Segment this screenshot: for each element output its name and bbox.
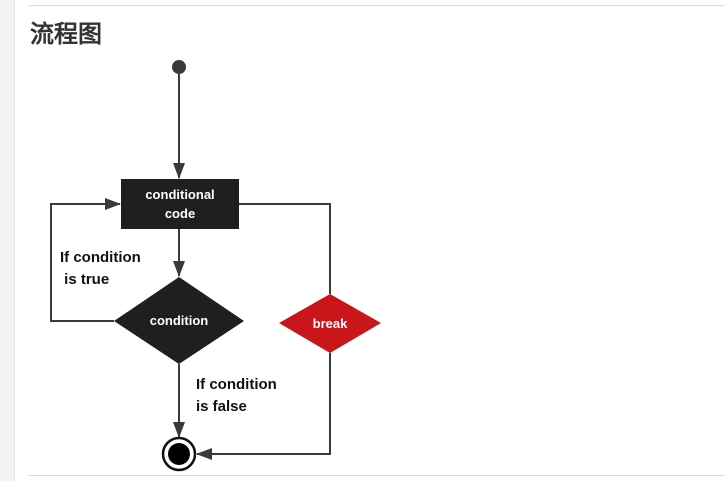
edge-break-to-end bbox=[196, 353, 331, 460]
break-diamond bbox=[279, 294, 381, 353]
edge-code-to-break bbox=[239, 203, 331, 294]
left-gutter bbox=[0, 0, 15, 481]
start-node bbox=[172, 60, 186, 74]
edge-true-loop bbox=[50, 198, 121, 322]
end-node-core bbox=[168, 443, 190, 465]
bottom-divider bbox=[29, 475, 725, 476]
break-label: break bbox=[313, 316, 348, 331]
top-divider bbox=[29, 5, 725, 6]
condition-label: condition bbox=[150, 313, 209, 328]
condition-diamond bbox=[114, 277, 244, 364]
true-edge-label: If condition is true bbox=[60, 249, 141, 288]
conditional-code-block bbox=[121, 179, 239, 229]
section-title: 流程图 bbox=[30, 20, 102, 48]
